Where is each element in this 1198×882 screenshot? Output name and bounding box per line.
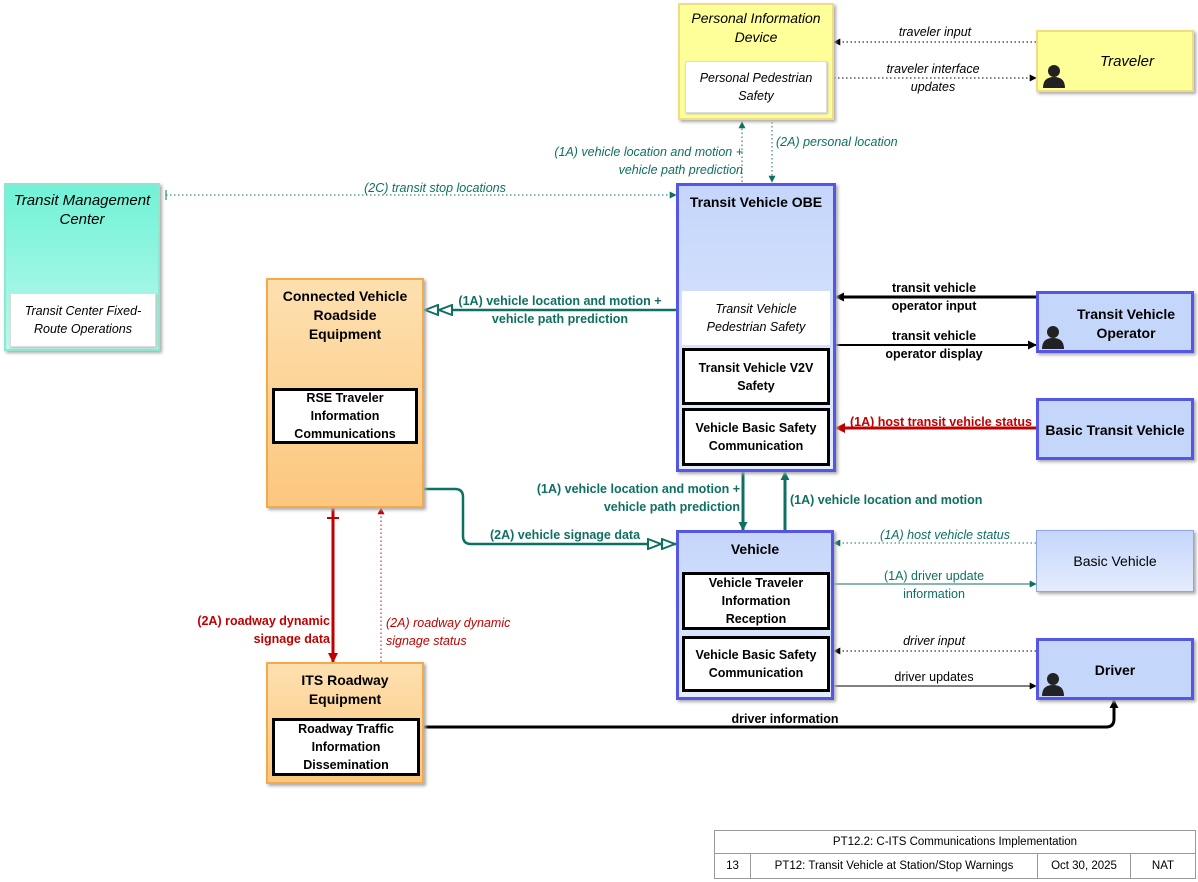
traveler-title: Traveler bbox=[1100, 53, 1154, 70]
its-title: ITS Roadway Equipment bbox=[301, 672, 389, 707]
its-box[interactable]: ITS Roadway Equipment Roadway Traffic In… bbox=[266, 662, 424, 784]
label-roadway-signage-status: (2A) roadway dynamic signage status bbox=[386, 616, 511, 648]
btv-title: Basic Transit Vehicle bbox=[1045, 422, 1185, 438]
driver-title: Driver bbox=[1094, 662, 1136, 678]
tvo-title: Transit Vehicle Operator bbox=[1076, 306, 1176, 341]
flow-vehicle-signage-data bbox=[424, 487, 676, 544]
person-icon bbox=[1042, 673, 1064, 696]
bv-box[interactable]: Basic Vehicle bbox=[1036, 530, 1194, 592]
tmc-title: Transit Management Center bbox=[13, 192, 151, 228]
label-operator-input: transit vehicle operator input bbox=[891, 281, 977, 313]
its-inner: Roadway Traffic Information Disseminatio… bbox=[272, 718, 420, 776]
obe-inner-v2v: Transit Vehicle V2V Safety bbox=[682, 348, 830, 405]
obe-inner-pedestrian: Transit Vehicle Pedestrian Safety bbox=[682, 291, 830, 345]
traveler-box[interactable]: Traveler bbox=[1036, 30, 1194, 92]
vehicle-inner-traveler-info: Vehicle Traveler Information Reception bbox=[682, 572, 830, 630]
flow-driver-information bbox=[424, 699, 1119, 729]
vehicle-box[interactable]: Vehicle Vehicle Traveler Information Rec… bbox=[676, 530, 834, 700]
label-driver-input: driver input bbox=[903, 634, 965, 648]
pid-title: Personal Information Device bbox=[691, 10, 821, 45]
label-driver-information: driver information bbox=[731, 712, 839, 726]
pid-inner: Personal Pedestrian Safety bbox=[685, 61, 827, 113]
vehicle-title: Vehicle bbox=[730, 541, 780, 557]
label-vehicle-signage-data: (2A) vehicle signage data bbox=[490, 528, 641, 542]
label-vehicle-to-obe: (1A) vehicle location and motion bbox=[790, 493, 983, 507]
driver-box[interactable]: Driver bbox=[1036, 638, 1194, 700]
tvo-box[interactable]: Transit Vehicle Operator bbox=[1036, 291, 1194, 353]
label-traveler-input: traveler input bbox=[898, 25, 972, 39]
obe-inner-basic-safety: Vehicle Basic Safety Communication bbox=[682, 408, 830, 466]
label-personal-location: (2A) personal location bbox=[776, 135, 898, 149]
person-icon bbox=[1042, 326, 1064, 349]
label-obe-to-vehicle: (1A) vehicle location and motion + vehic… bbox=[536, 482, 740, 514]
label-roadway-signage-data: (2A) roadway dynamic signage data bbox=[197, 614, 330, 646]
titleblock-status: NAT bbox=[1130, 853, 1196, 879]
label-obe-to-pid: (1A) vehicle location and motion + vehic… bbox=[554, 145, 743, 177]
label-operator-display: transit vehicle operator display bbox=[885, 329, 983, 361]
cvre-inner: RSE Traveler Information Communications bbox=[272, 388, 418, 444]
obe-box[interactable]: Transit Vehicle OBE Transit Vehicle Pede… bbox=[676, 183, 836, 472]
tmc-inner: Transit Center Fixed-Route Operations bbox=[10, 293, 156, 347]
tmc-box[interactable]: Transit Management Center Transit Center… bbox=[4, 183, 160, 351]
label-driver-update-information: (1A) driver update information bbox=[883, 569, 985, 601]
titleblock-date: Oct 30, 2025 bbox=[1037, 853, 1131, 879]
titleblock-header: PT12.2: C-ITS Communications Implementat… bbox=[714, 830, 1196, 854]
label-traveler-interface-updates: traveler interface updates bbox=[886, 62, 980, 94]
label-obe-to-cvre: (1A) vehicle location and motion + vehic… bbox=[458, 294, 662, 326]
cvre-title: Connected Vehicle Roadside Equipment bbox=[282, 288, 408, 342]
cvre-box[interactable]: Connected Vehicle Roadside Equipment RSE… bbox=[266, 278, 424, 508]
label-transit-stop-locations: (2C) transit stop locations bbox=[364, 181, 506, 195]
label-driver-updates: driver updates bbox=[894, 670, 974, 684]
vehicle-inner-basic-safety: Vehicle Basic Safety Communication bbox=[682, 636, 830, 692]
pid-box[interactable]: Personal Information Device Personal Ped… bbox=[678, 3, 834, 120]
person-icon bbox=[1043, 65, 1065, 88]
btv-box[interactable]: Basic Transit Vehicle bbox=[1036, 398, 1194, 460]
label-host-vehicle-status: (1A) host vehicle status bbox=[880, 528, 1010, 542]
titleblock-name: PT12: Transit Vehicle at Station/Stop Wa… bbox=[750, 853, 1038, 879]
titleblock-number: 13 bbox=[714, 853, 751, 879]
obe-title: Transit Vehicle OBE bbox=[689, 194, 823, 210]
bv-title: Basic Vehicle bbox=[1073, 553, 1157, 569]
label-host-transit-status: (1A) host transit vehicle status bbox=[850, 415, 1032, 429]
